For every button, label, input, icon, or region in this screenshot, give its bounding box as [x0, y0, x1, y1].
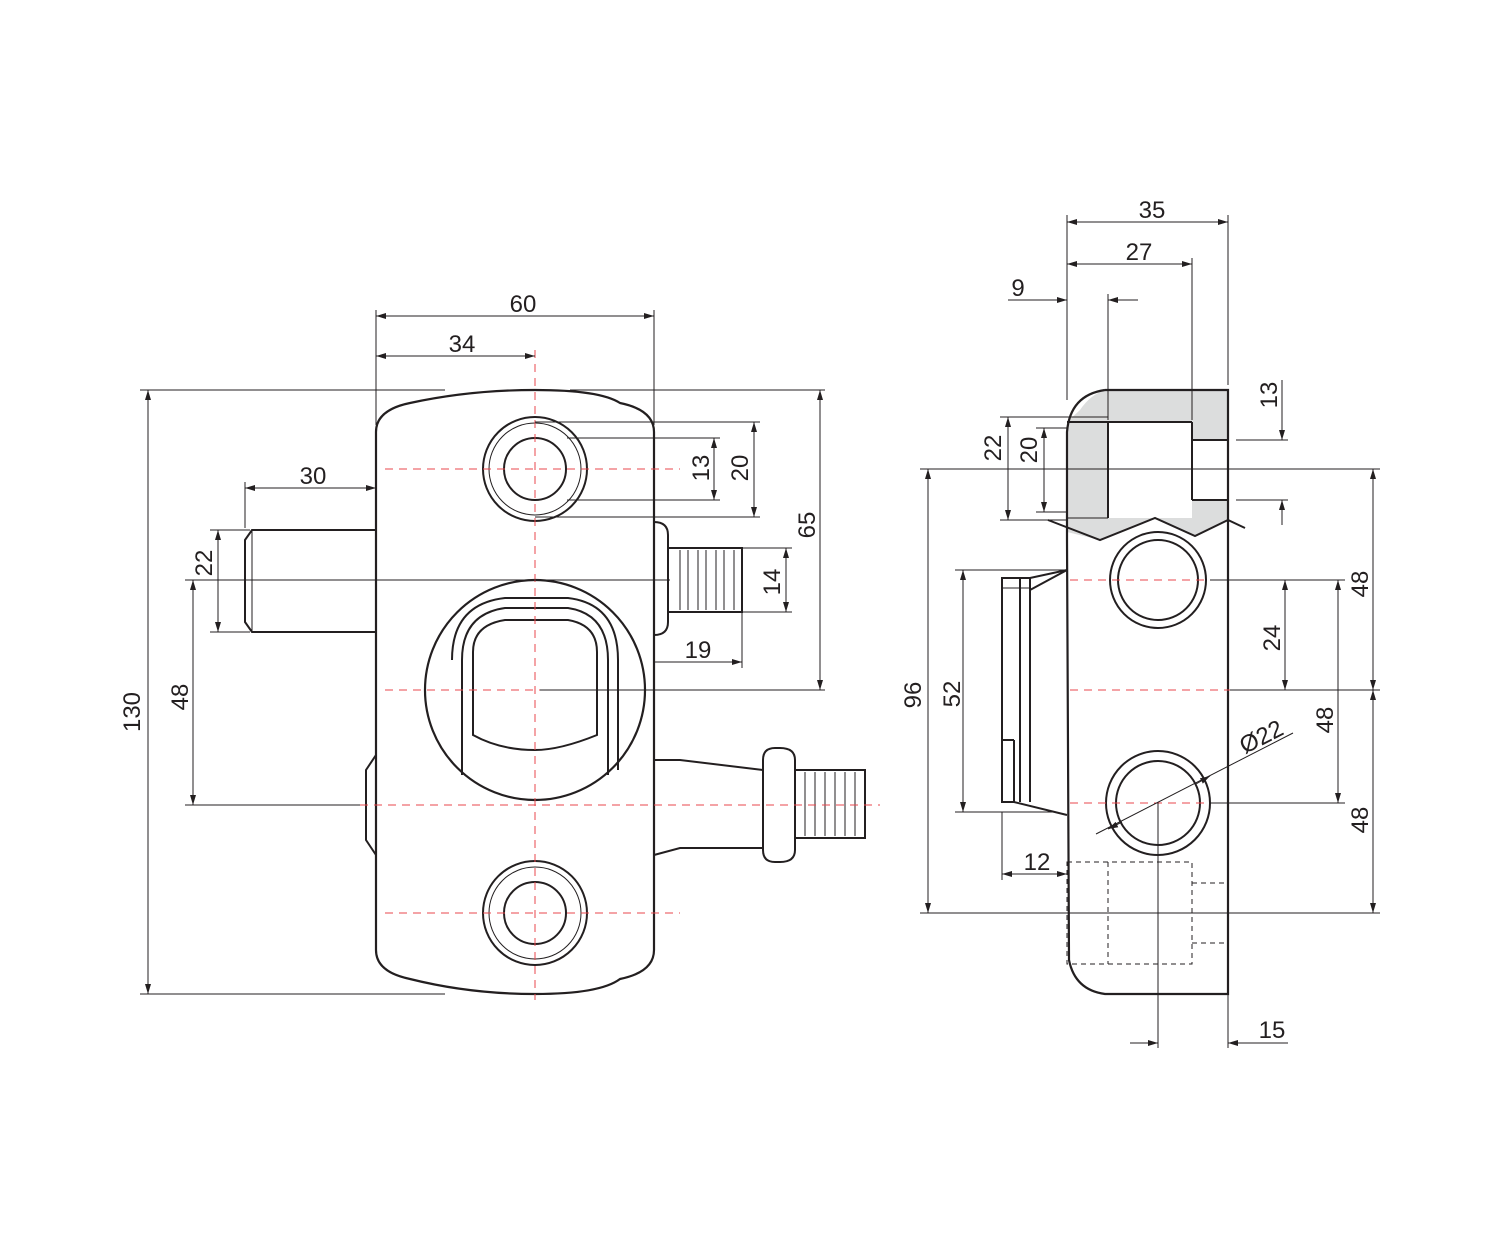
side-counterbore [1047, 421, 1246, 542]
dim-48-upper: 48 [1347, 571, 1374, 598]
front-dimension-labels: 60 34 130 30 22 48 13 20 65 14 19 [119, 291, 821, 732]
dim-12: 12 [1024, 849, 1051, 876]
side-body-outline [1065, 388, 1230, 996]
dim-35: 35 [1139, 197, 1166, 224]
dim-27: 27 [1126, 239, 1153, 266]
front-body-outline [374, 388, 656, 996]
dim-9: 9 [1011, 275, 1024, 302]
dim-19: 19 [685, 637, 712, 664]
dim-13-side: 13 [1256, 382, 1283, 409]
dim-96: 96 [900, 682, 927, 709]
dim-20-front: 20 [727, 455, 754, 482]
dim-48-middle: 48 [1312, 707, 1339, 734]
dim-60: 60 [510, 291, 537, 318]
dim-48-lower: 48 [1347, 807, 1374, 834]
front-centerlines [360, 350, 880, 1000]
dim-22-pin: 22 [191, 550, 218, 577]
side-body-top-edge [1065, 388, 1106, 540]
dim-52: 52 [939, 681, 966, 708]
dim-20-side: 20 [1016, 437, 1043, 464]
dim-48-front: 48 [167, 684, 194, 711]
dim-diameter-22: Ø22 [1235, 715, 1288, 760]
dim-34: 34 [449, 331, 476, 358]
counterbore-cavity [1108, 422, 1192, 518]
side-dimension-labels: 35 27 9 22 20 13 96 52 48 24 48 48 Ø22 1… [900, 197, 1374, 1044]
lower-thread-stud [653, 747, 866, 863]
dim-15: 15 [1259, 1017, 1286, 1044]
dim-14: 14 [759, 569, 786, 596]
upper-thread-stud [667, 547, 743, 613]
dim-65: 65 [794, 512, 821, 539]
dim-30: 30 [300, 463, 327, 490]
left-pin [244, 529, 376, 633]
side-flange [1001, 569, 1068, 816]
bore-gap [1192, 440, 1228, 500]
dim-24: 24 [1259, 625, 1286, 652]
right-tab [653, 521, 669, 636]
dim-130: 130 [119, 692, 146, 732]
side-dimensions [920, 215, 1380, 1048]
front-view: 60 34 130 30 22 48 13 20 65 14 19 [119, 291, 880, 1000]
dim-22-side: 22 [980, 435, 1007, 462]
dim-13-front: 13 [688, 455, 715, 482]
front-dimensions [140, 310, 825, 995]
side-view: 35 27 9 22 20 13 96 52 48 24 48 48 Ø22 1… [900, 197, 1380, 1048]
